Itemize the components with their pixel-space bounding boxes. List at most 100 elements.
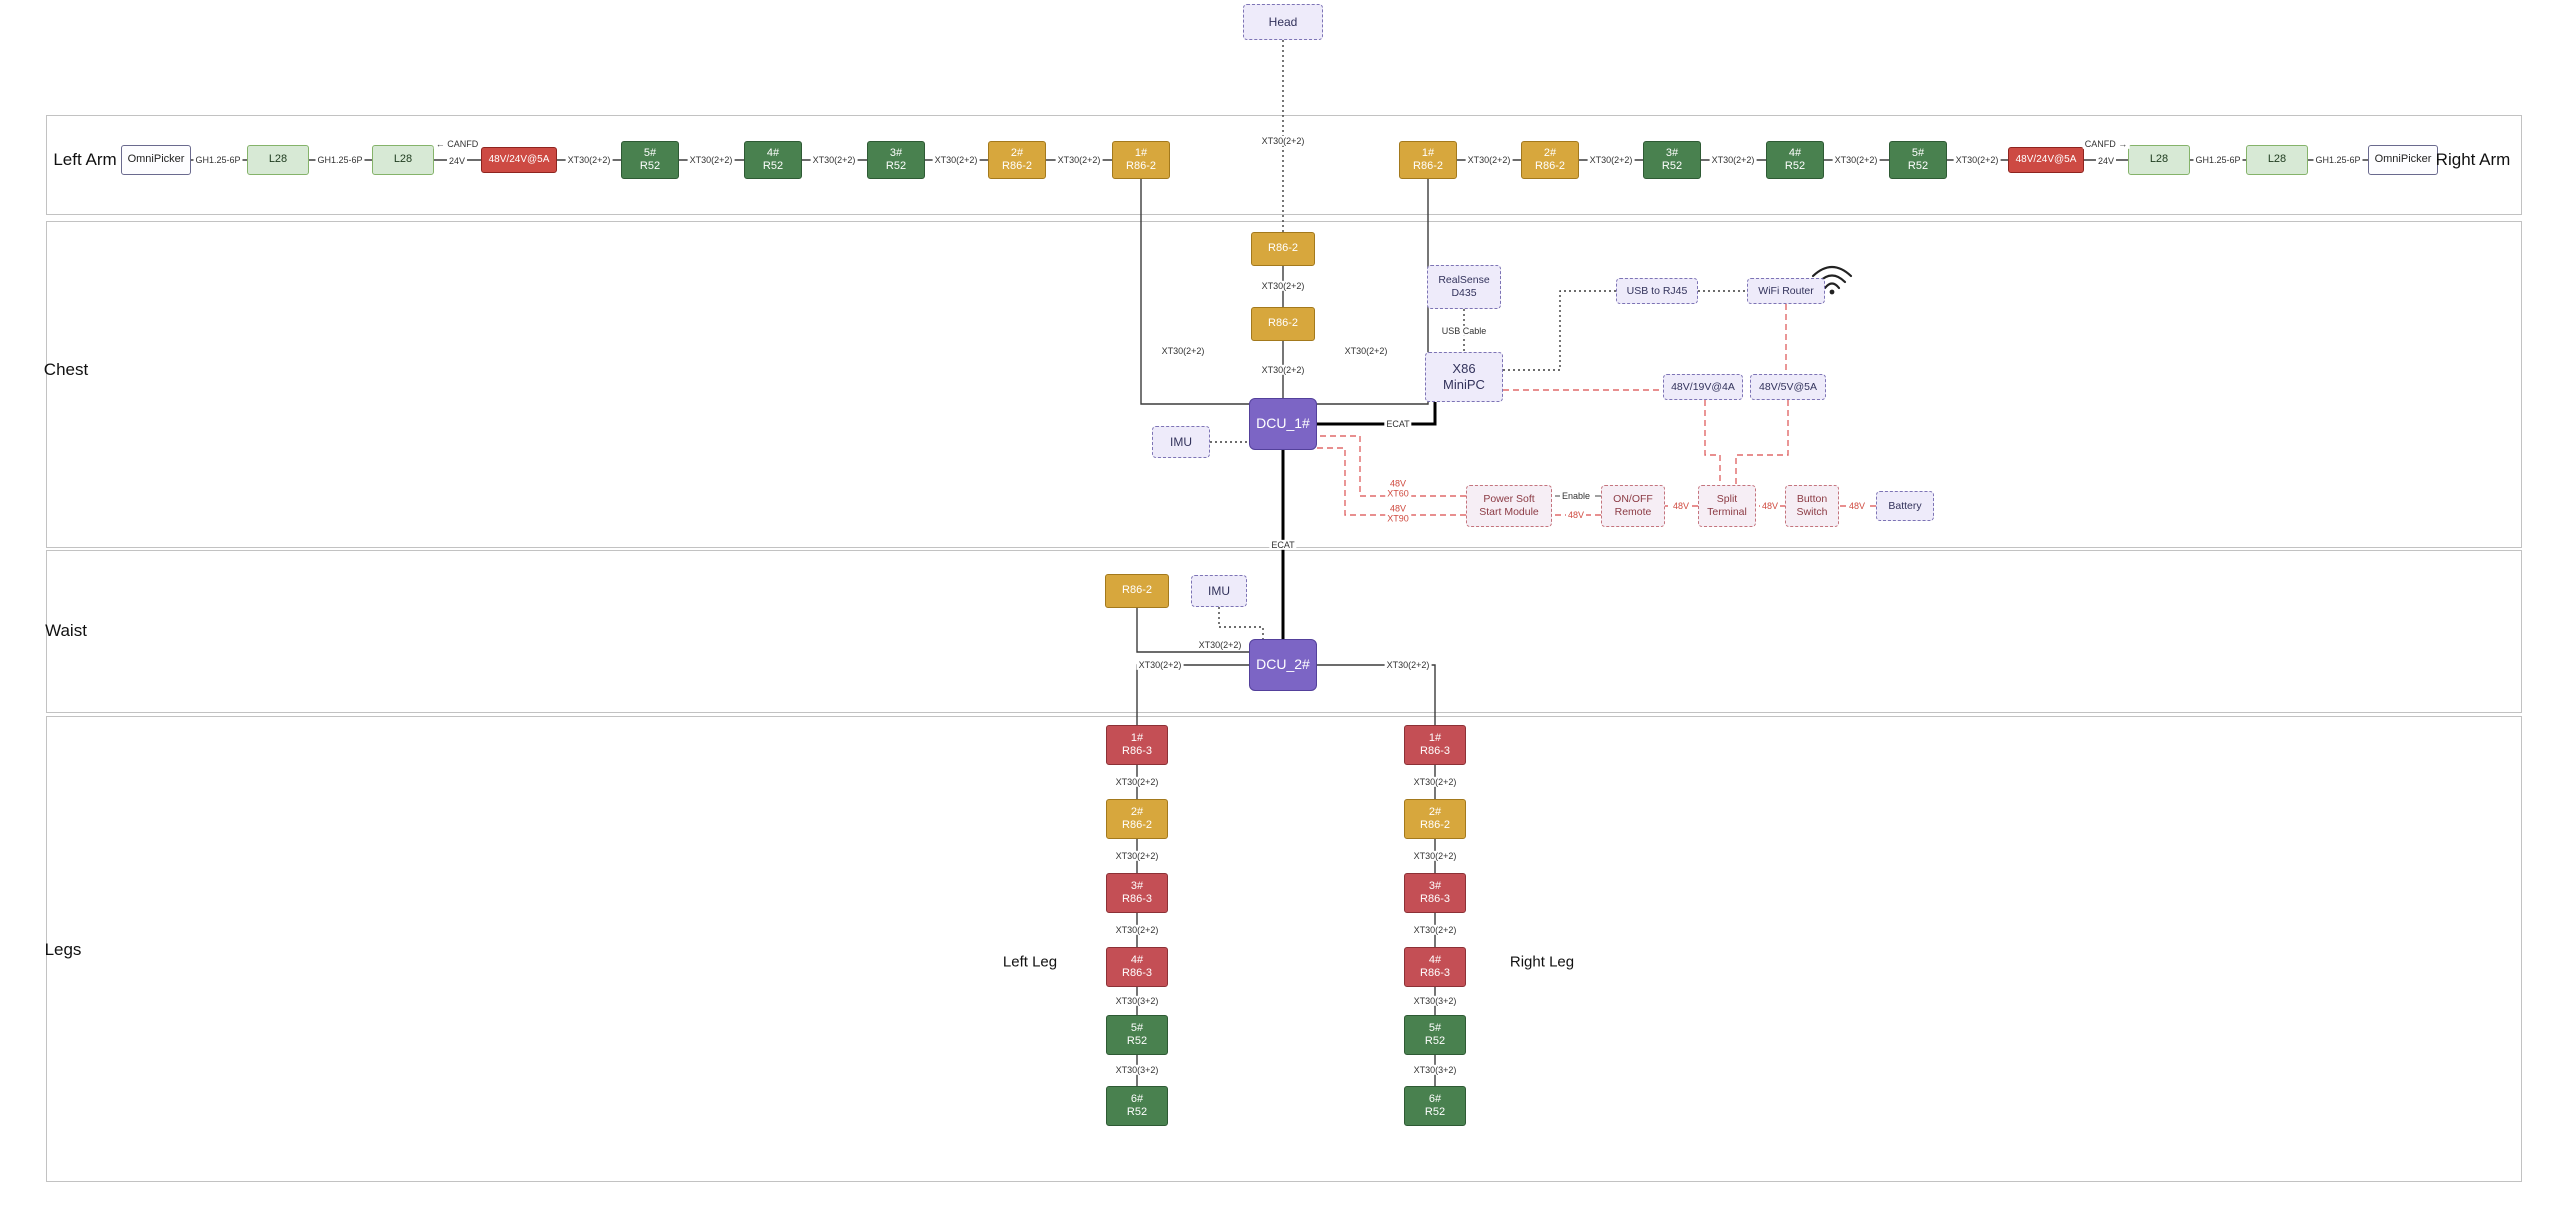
node-leg-right-3: 3# R86-3 xyxy=(1404,873,1466,913)
node-leg-left-4: 4# R86-3 xyxy=(1106,947,1168,987)
node-leg-left-6: 6# R52 xyxy=(1106,1086,1168,1126)
node-dcu-1: DCU_1# xyxy=(1249,398,1317,450)
label-ecat: ECAT xyxy=(1384,418,1412,430)
node-r52-left-5: 5# R52 xyxy=(621,141,679,179)
node-omnipicker-right: OmniPicker xyxy=(2368,145,2438,175)
label-24v: 24V xyxy=(2095,155,2117,167)
label-xt30-2-2: XT30(2+2) xyxy=(1113,850,1161,862)
label-right-leg: Right Leg xyxy=(1509,953,1575,971)
node-l28-right-2: L28 xyxy=(2246,145,2308,175)
section-chest xyxy=(46,221,2522,548)
label-48v: 48V xyxy=(1846,500,1868,512)
node-psu-right-arm: 48V/24V@5A xyxy=(2008,147,2084,173)
node-leg-right-1: 1# R86-3 xyxy=(1404,725,1466,765)
node-r52-right-5: 5# R52 xyxy=(1889,141,1947,179)
node-onoff-remote: ON/OFF Remote xyxy=(1601,485,1665,527)
label-xt30-2-2: XT30(2+2) xyxy=(1953,154,2001,166)
label-left-leg: Left Leg xyxy=(1002,953,1058,971)
node-conv-48v-5v: 48V/5V@5A xyxy=(1750,374,1826,400)
label-gh1-25-6p: GH1.25-6P xyxy=(2313,154,2363,166)
label-xt30-2-2: XT30(2+2) xyxy=(1709,154,1757,166)
label-usb-cable: USB Cable xyxy=(1439,325,1489,337)
node-leg-left-2: 2# R86-2 xyxy=(1106,799,1168,839)
label-xt30-2-2: XT30(2+2) xyxy=(810,154,858,166)
section-legs xyxy=(46,716,2522,1182)
label-48v: 48V xyxy=(1759,500,1781,512)
label-xt30-3-2: XT30(3+2) xyxy=(1113,1064,1161,1076)
label-xt30-2-2: XT30(2+2) xyxy=(1411,850,1459,862)
node-r86-chest-top: R86-2 xyxy=(1251,232,1315,266)
node-realsense-d435: RealSense D435 xyxy=(1427,265,1501,309)
label-xt30-2-2: XT30(2+2) xyxy=(1136,659,1184,671)
label-xt30-2-2: XT30(2+2) xyxy=(1113,776,1161,788)
node-r86-left-2: 2# R86-2 xyxy=(988,141,1046,179)
label-xt30-2-2: XT30(2+2) xyxy=(1259,135,1307,147)
node-power-soft-start: Power Soft Start Module xyxy=(1466,485,1552,527)
label-canfd: CANFD → xyxy=(2082,138,2130,150)
node-leg-right-6: 6# R52 xyxy=(1404,1086,1466,1126)
label-ecat: ECAT xyxy=(1269,539,1297,551)
node-battery: Battery xyxy=(1876,491,1934,521)
label-chest: Chest xyxy=(43,360,89,380)
node-omnipicker-left: OmniPicker xyxy=(121,145,191,175)
node-leg-left-3: 3# R86-3 xyxy=(1106,873,1168,913)
node-leg-left-5: 5# R52 xyxy=(1106,1015,1168,1055)
label-48v-xt60: 48V XT60 xyxy=(1385,478,1411,500)
label-48v: 48V xyxy=(1565,509,1587,521)
node-psu-left-arm: 48V/24V@5A xyxy=(481,147,557,173)
node-leg-left-1: 1# R86-3 xyxy=(1106,725,1168,765)
label-gh1-25-6p: GH1.25-6P xyxy=(193,154,243,166)
node-leg-right-4: 4# R86-3 xyxy=(1404,947,1466,987)
node-r86-right-2: 2# R86-2 xyxy=(1521,141,1579,179)
label-xt30-2-2: XT30(2+2) xyxy=(565,154,613,166)
node-head: Head xyxy=(1243,4,1323,40)
node-usb-to-rj45: USB to RJ45 xyxy=(1616,278,1698,304)
node-r86-waist: R86-2 xyxy=(1105,574,1169,608)
label-left-arm: Left Arm xyxy=(53,150,117,170)
node-r86-right-1: 1# R86-2 xyxy=(1399,141,1457,179)
node-imu-waist: IMU xyxy=(1191,575,1247,607)
label-xt30-3-2: XT30(3+2) xyxy=(1113,995,1161,1007)
label-xt30-2-2: XT30(2+2) xyxy=(1055,154,1103,166)
node-imu-chest: IMU xyxy=(1152,426,1210,458)
label-xt30-2-2: XT30(2+2) xyxy=(1113,924,1161,936)
label-xt30-2-2: XT30(2+2) xyxy=(1411,776,1459,788)
label-right-arm: Right Arm xyxy=(2435,150,2511,170)
label-xt30-3-2: XT30(3+2) xyxy=(1411,1064,1459,1076)
label-xt30-3-2: XT30(3+2) xyxy=(1411,995,1459,1007)
node-dcu-2: DCU_2# xyxy=(1249,639,1317,691)
node-r86-left-1: 1# R86-2 xyxy=(1112,141,1170,179)
label-legs: Legs xyxy=(44,940,82,960)
label-48v: 48V xyxy=(1670,500,1692,512)
label-xt30-2-2: XT30(2+2) xyxy=(1259,364,1307,376)
label-xt30-2-2: XT30(2+2) xyxy=(1465,154,1513,166)
label-xt30-2-2: XT30(2+2) xyxy=(1196,639,1244,651)
label-xt30-2-2: XT30(2+2) xyxy=(1159,345,1207,357)
label-48v-xt90: 48V XT90 xyxy=(1385,503,1411,525)
label-xt30-2-2: XT30(2+2) xyxy=(1259,280,1307,292)
label-xt30-2-2: XT30(2+2) xyxy=(1384,659,1432,671)
node-leg-right-2: 2# R86-2 xyxy=(1404,799,1466,839)
label-xt30-2-2: XT30(2+2) xyxy=(1411,924,1459,936)
node-x86-minipc: X86 MiniPC xyxy=(1425,352,1503,402)
node-r52-left-3: 3# R52 xyxy=(867,141,925,179)
label-xt30-2-2: XT30(2+2) xyxy=(687,154,735,166)
label-xt30-2-2: XT30(2+2) xyxy=(1832,154,1880,166)
label-waist: Waist xyxy=(45,621,87,641)
node-wifi-router: WiFi Router xyxy=(1747,278,1825,304)
label-xt30-2-2: XT30(2+2) xyxy=(1342,345,1390,357)
label-xt30-2-2: XT30(2+2) xyxy=(1587,154,1635,166)
node-r52-left-4: 4# R52 xyxy=(744,141,802,179)
label-canfd: ← CANFD xyxy=(433,138,481,150)
node-r52-right-3: 3# R52 xyxy=(1643,141,1701,179)
node-l28-left-1: L28 xyxy=(247,145,309,175)
label-gh1-25-6p: GH1.25-6P xyxy=(315,154,365,166)
node-conv-48v-19v: 48V/19V@4A xyxy=(1663,374,1743,400)
node-leg-right-5: 5# R52 xyxy=(1404,1015,1466,1055)
node-r86-chest-mid: R86-2 xyxy=(1251,307,1315,341)
label-24v: 24V xyxy=(446,155,468,167)
node-l28-right-1: L28 xyxy=(2128,145,2190,175)
node-l28-left-2: L28 xyxy=(372,145,434,175)
label-gh1-25-6p: GH1.25-6P xyxy=(2193,154,2243,166)
